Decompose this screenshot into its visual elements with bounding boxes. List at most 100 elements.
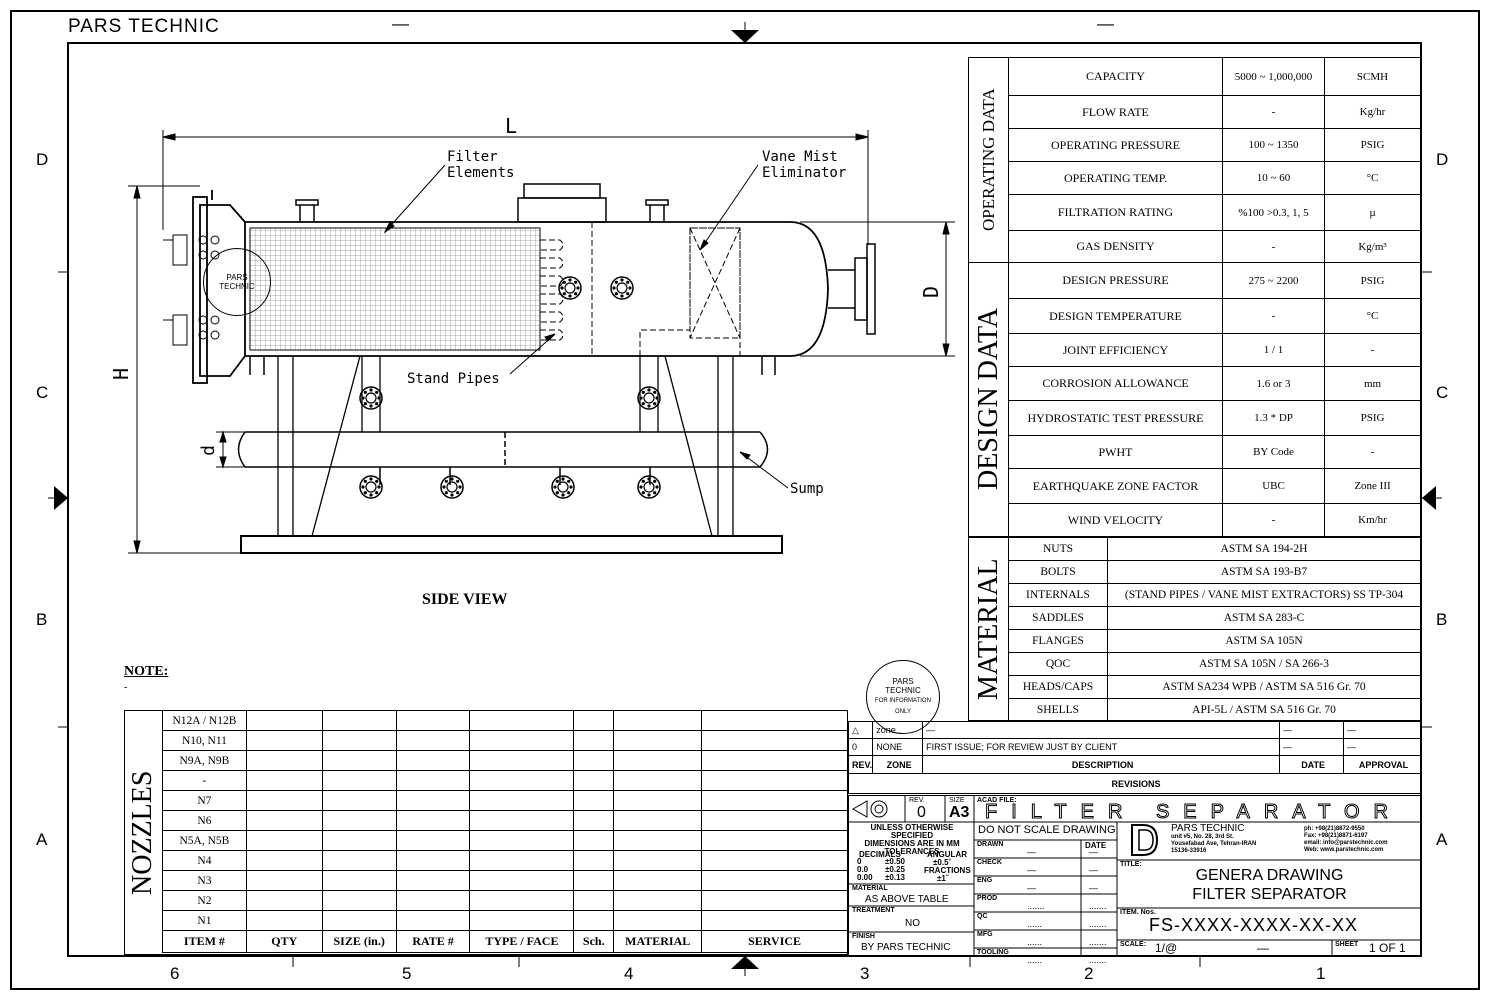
design-param-unit: mm [1324, 366, 1421, 401]
nozzle-cell [395, 730, 471, 751]
address-line2: Yousefabad Ave, Tehran-IRAN [1171, 841, 1257, 847]
nozzle-cell [701, 750, 848, 771]
nozzle-cell [613, 870, 703, 891]
filter-tubes [540, 222, 741, 356]
material-row: INTERNALS(STAND PIPES / VANE MIST EXTRAC… [1008, 583, 1421, 607]
nozzle-item-id: N5A, N5B [162, 830, 247, 851]
zone-col-6: 6 [170, 964, 180, 983]
nozzle-cell [395, 890, 471, 911]
revision-header-description: DESCRIPTION [922, 755, 1281, 774]
callout-vane-line2: Eliminator [762, 165, 847, 181]
nozzle-cell [613, 710, 703, 731]
nozzle-cell [701, 870, 848, 891]
design-param-name: JOINT EFFICIENCY [1008, 333, 1223, 367]
material-part-name: NUTS [1008, 537, 1108, 561]
nozzle-cell [613, 750, 703, 771]
nozzle-cell [573, 870, 615, 891]
nozzle-cell [321, 770, 397, 791]
operating-param-value: - [1222, 230, 1325, 263]
nozzle-row: N7 [162, 790, 848, 811]
nozzle-cell [321, 730, 397, 751]
nozzle-cell [469, 890, 575, 911]
treatment-label: TREATMENT [852, 907, 895, 914]
note-label: NOTE: [124, 664, 169, 679]
nozzle-cell [613, 830, 703, 851]
nozzle-cell [321, 710, 397, 731]
contact-phone: ph: +98(21)8872-9550 [1304, 826, 1365, 832]
nozzle-row: N2 [162, 890, 848, 911]
revision-description: — [922, 721, 1281, 739]
operating-row: GAS DENSITY-Kg/m³ [1008, 230, 1421, 263]
signature-name: ....... [1027, 901, 1045, 911]
design-param-unit: - [1324, 333, 1421, 367]
item-number: FS-XXXX-XXXX-XX-XX [1149, 915, 1359, 935]
design-param-value: - [1222, 298, 1325, 334]
nozzle-row: N6 [162, 810, 848, 831]
drawing-title-line1: GENERA DRAWING [1195, 867, 1344, 884]
angular-value: ±0.5˚ [933, 858, 952, 867]
nozzle-cell [395, 750, 471, 771]
nozzle-item-id: N3 [162, 870, 247, 891]
view-title: SIDE VIEW [422, 591, 508, 608]
nozzle-cell [701, 810, 848, 831]
material-part-spec: API-5L / ASTM SA 516 Gr. 70 [1107, 698, 1421, 722]
material-tb-value: AS ABOVE TABLE [865, 894, 949, 905]
revision-date: — [1279, 721, 1345, 739]
signature-date: — [1089, 883, 1098, 893]
signature-date: — [1089, 847, 1098, 857]
material-part-spec: ASTM SA 105N [1107, 629, 1421, 653]
nozzle-cell [613, 810, 703, 831]
nozzle-cell [573, 850, 615, 871]
nozzles-label: NOZZLES [127, 770, 158, 895]
nozzle-column-header: SIZE (in.) [321, 930, 397, 953]
company-logo [1129, 822, 1163, 858]
design-param-unit: PSIG [1324, 400, 1421, 436]
nozzle-cell [321, 850, 397, 871]
operating-param-name: OPERATING TEMP. [1008, 161, 1223, 195]
operating-param-unit: Kg/m³ [1324, 230, 1421, 263]
zone-row-c-right: C [1436, 383, 1449, 402]
fractions-label: FRACTIONS [924, 866, 971, 875]
acad-label: ACAD FILE: [977, 797, 1017, 804]
operating-param-value: 100 ~ 1350 [1222, 128, 1325, 162]
nozzle-cell [245, 810, 323, 831]
material-part-spec: ASTM SA 283-C [1107, 606, 1421, 630]
signature-role: QC [977, 913, 988, 920]
item-label: ITEM. Nos. [1120, 909, 1156, 916]
design-param-name: DESIGN PRESSURE [1008, 262, 1223, 299]
design-param-unit: PSIG [1324, 262, 1421, 299]
nozzle-cell [469, 710, 575, 731]
nozzle-column-header: Sch. [573, 930, 615, 953]
tolerance-line1: UNLESS OTHERWISE SPECIFIED [870, 823, 954, 840]
dec-row1-a: 0 [857, 857, 862, 866]
nozzle-cell [469, 790, 575, 811]
nozzle-row: N12A / N12B [162, 710, 848, 731]
tolerance-header: UNLESS OTHERWISE SPECIFIED DIMENSIONS AR… [851, 824, 973, 856]
revision-number: △ [847, 721, 874, 739]
revision-description: FIRST ISSUE; FOR REVIEW JUST BY CLIENT [922, 738, 1281, 756]
design-param-unit: Km/hr [1324, 503, 1421, 537]
nozzle-cell [613, 910, 703, 931]
logo-mark-icon [1131, 824, 1159, 856]
revision-header-date: DATE [1279, 755, 1345, 774]
signature-role: PROD [977, 895, 998, 902]
callout-leaders [383, 164, 789, 489]
design-param-name: DESIGN TEMPERATURE [1008, 298, 1223, 334]
filter-elements-grid [249, 227, 541, 351]
nozzle-cell [395, 710, 471, 731]
title-block-lines [849, 796, 1422, 957]
nozzle-cell [573, 730, 615, 751]
callout-filter-elements: Filter Elements [447, 149, 514, 181]
zone-col-2: 2 [1084, 964, 1094, 983]
sump [237, 431, 769, 485]
nozzle-cell [469, 830, 575, 851]
operating-param-value: - [1222, 95, 1325, 129]
